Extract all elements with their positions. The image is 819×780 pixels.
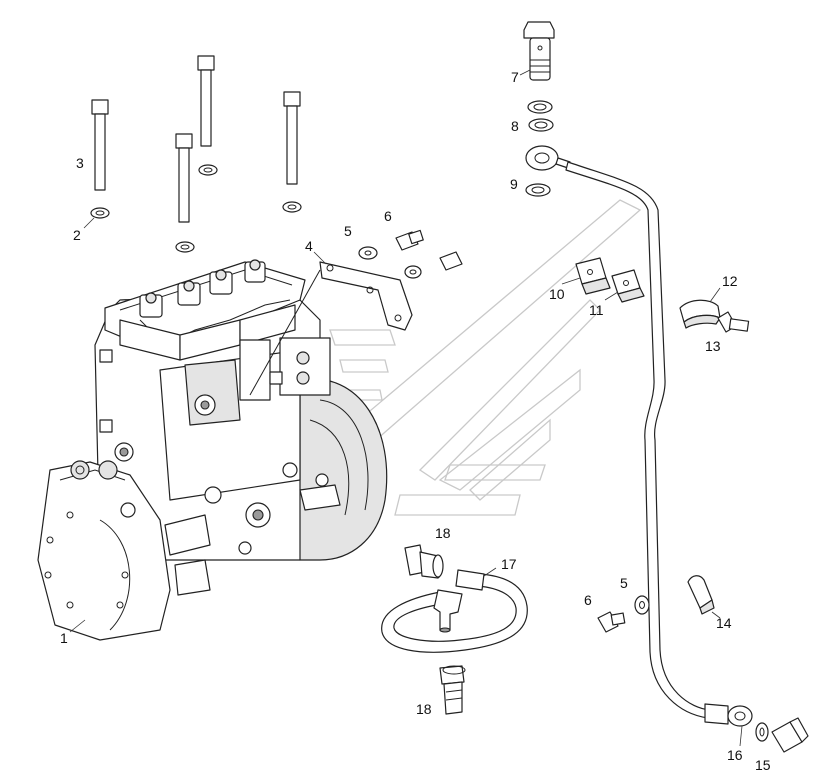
clamp-11: [611, 269, 645, 303]
callout-11: 11: [589, 302, 604, 318]
callout-5-lower: 5: [620, 575, 628, 591]
hose-17: [381, 569, 528, 653]
fuel-pipe-16: [525, 145, 753, 727]
callout-10: 10: [549, 286, 565, 302]
bolt-6-top: [395, 229, 463, 271]
washer-8: [527, 100, 554, 132]
adapter-18-top: [404, 544, 444, 579]
callout-16: 16: [727, 747, 743, 763]
callout-15: 15: [755, 757, 771, 773]
callout-labels: 1 2 3 4 5 5 6 6 7 8 9 10 11 12 13 14 15 …: [60, 69, 771, 773]
callout-18-bottom: 18: [416, 701, 432, 717]
callout-17: 17: [501, 556, 517, 572]
washer-5-top: [358, 246, 422, 279]
callout-9: 9: [510, 176, 518, 192]
callout-2: 2: [73, 227, 81, 243]
callout-1: 1: [60, 630, 68, 646]
clamp-10: [575, 257, 611, 295]
callout-5-top: 5: [344, 223, 352, 239]
bolt-6-lower: [597, 611, 626, 633]
callout-12: 12: [722, 273, 738, 289]
callout-6-top: 6: [384, 208, 392, 224]
injection-pump-body: [37, 259, 388, 641]
adapter-18-bottom: [439, 665, 466, 715]
washer-2-set: [90, 164, 302, 253]
banjo-bolt-15: [771, 717, 809, 753]
callout-4: 4: [305, 238, 313, 254]
bracket-4: [249, 261, 413, 396]
callout-8: 8: [511, 118, 519, 134]
bolt-13: [717, 311, 750, 333]
banjo-bolt-7: [523, 21, 555, 81]
leader-lines: [69, 69, 743, 747]
washer-9: [525, 183, 551, 197]
callout-3: 3: [76, 155, 84, 171]
callout-14: 14: [716, 615, 732, 631]
clamp-12: [679, 299, 721, 329]
washer-16: [755, 722, 769, 742]
callout-7: 7: [511, 69, 519, 85]
callout-18-top: 18: [435, 525, 451, 541]
washer-5-lower: [634, 595, 650, 615]
callout-13: 13: [705, 338, 721, 354]
clamp-14: [687, 575, 715, 615]
bolt-3-set: [91, 55, 301, 223]
callout-6-lower: 6: [584, 592, 592, 608]
